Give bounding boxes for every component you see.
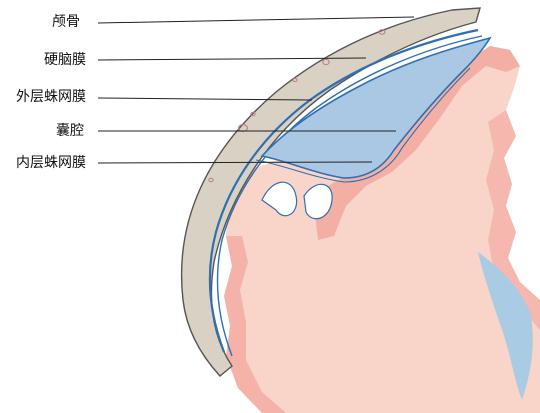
leader-line-skull bbox=[98, 17, 414, 23]
label-dura: 硬脑膜 bbox=[44, 51, 86, 69]
label-outer-arachnoid: 外层蛛网膜 bbox=[16, 88, 86, 106]
label-cyst: 囊腔 bbox=[56, 122, 84, 140]
label-skull: 颅骨 bbox=[52, 13, 80, 31]
label-inner-arachnoid: 内层蛛网膜 bbox=[16, 154, 86, 172]
